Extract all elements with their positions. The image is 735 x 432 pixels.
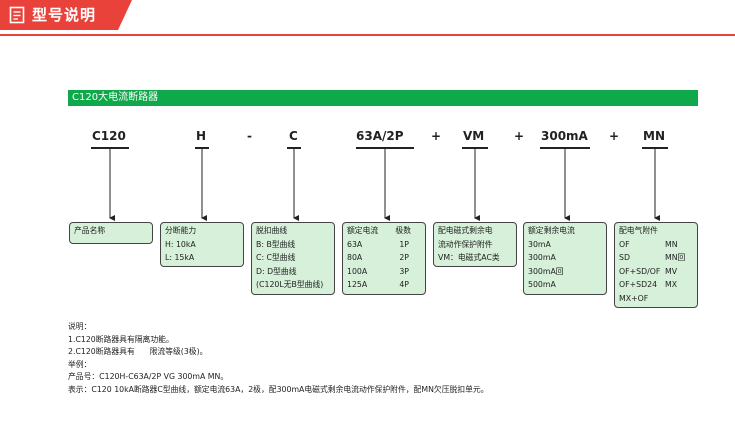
rating-row: 100A 3P — [347, 265, 421, 279]
rating-current: 63A — [347, 239, 363, 249]
code-residual-underline — [540, 147, 590, 149]
trip-curve-c: C: C型曲线 — [256, 253, 296, 263]
accessory-left: MX+OF — [619, 293, 649, 303]
accessory-right: MN回 — [665, 253, 686, 263]
notes-item-2: 2.C120断路器具有 限流等级(3极)。 — [68, 347, 208, 356]
notes-item-1: 1.C120断路器具有隔离功能。 — [68, 334, 174, 344]
rating-header-current: 额定电流 — [347, 226, 379, 235]
breaking-capacity-h: H: 10kA — [165, 239, 196, 249]
rating-row: 63A 1P — [347, 238, 421, 252]
product-name-box: 产品名称 — [69, 222, 153, 244]
vm-line-3: VM：电磁式AC类 — [438, 253, 500, 263]
section-header: 型号说明 — [0, 0, 735, 42]
rating-current: 125A — [347, 280, 368, 290]
residual-current-title: 额定剩余电流 — [528, 226, 575, 235]
notes-heading: 说明： — [68, 322, 92, 331]
section-title-bar: C120大电流断路器 — [68, 90, 698, 106]
example-product-code: 产品号：C120H-C63A/2P VG 300mA MN。 — [68, 372, 229, 381]
rating-current: 100A — [347, 266, 368, 276]
notes-section: 说明： 1.C120断路器具有隔离功能。 2.C120断路器具有 限流等级(3极… — [68, 321, 488, 396]
rating-poles: 1P — [399, 239, 409, 249]
code-plus-2: + — [514, 129, 525, 143]
code-plus-3: + — [609, 129, 620, 143]
code-residual-current: 300mA — [541, 129, 588, 143]
code-vm-underline — [462, 147, 488, 149]
accessory-left: SD — [619, 253, 630, 263]
trip-curve-d: D: D型曲线 — [256, 266, 297, 276]
accessory-row: OF+SD/OF MV — [619, 265, 693, 279]
header-title: 型号说明 — [32, 6, 97, 24]
trip-curve-b: B: B型曲线 — [256, 239, 296, 249]
rating-poles: 3P — [399, 266, 409, 276]
electrical-accessory-box: 配电气附件 OF MN SD MN回 OF+SD/OF MV OF+SD24 M… — [614, 222, 698, 308]
rating-current: 80A — [347, 253, 363, 263]
code-breaking-capacity: H — [196, 129, 207, 143]
header-underline — [0, 34, 735, 36]
breaking-capacity-title: 分断能力 — [165, 226, 197, 235]
trip-curve-box: 脱扣曲线 B: B型曲线 C: C型曲线 D: D型曲线 (C120L无B型曲线… — [251, 222, 335, 295]
code-plus-1: + — [431, 129, 442, 143]
code-series: C120 — [92, 129, 126, 143]
accessory-right: MX — [665, 280, 678, 290]
code-vm: VM — [463, 129, 485, 143]
accessory-right: MN — [665, 239, 678, 249]
example-meaning: 表示：C120 10kA断路器C型曲线，额定电流63A，2极，配300mA电磁式… — [68, 384, 489, 394]
code-breaking-underline — [195, 147, 209, 149]
code-rating-poles: 63A/2P — [356, 129, 404, 143]
trip-curve-note: (C120L无B型曲线) — [256, 280, 324, 290]
accessory-row: OF+SD24 MX — [619, 278, 693, 292]
document-icon — [9, 6, 25, 24]
residual-current-option: 300mA — [528, 253, 556, 263]
rating-header-poles: 极数 — [395, 226, 411, 235]
rating-row: 125A 4P — [347, 278, 421, 292]
rating-header-row: 额定电流 极数 — [347, 224, 421, 238]
trip-curve-title: 脱扣曲线 — [256, 226, 288, 235]
rating-poles: 4P — [399, 280, 409, 290]
code-separator-dash: - — [247, 129, 252, 143]
section-title: C120大电流断路器 — [72, 92, 159, 103]
code-curve-underline — [287, 147, 301, 149]
accessory-row: MX+OF — [619, 292, 693, 306]
electrical-accessory-title: 配电气附件 — [619, 226, 658, 235]
residual-current-box: 额定剩余电流 30mA 300mA 300mA回 500mA — [523, 222, 607, 295]
residual-current-option: 300mA回 — [528, 266, 564, 276]
residual-current-option: 500mA — [528, 280, 556, 290]
accessory-row: OF MN — [619, 238, 693, 252]
header-banner-tail — [118, 0, 132, 30]
accessory-left: OF — [619, 239, 630, 249]
rating-poles-box: 额定电流 极数 63A 1P 80A 2P 100A 3P 125A 4P — [342, 222, 426, 295]
product-name-title: 产品名称 — [74, 226, 106, 235]
accessory-right: MV — [665, 266, 678, 276]
code-rating-underline — [356, 147, 414, 149]
code-series-underline — [91, 147, 129, 149]
code-accessory: MN — [643, 129, 665, 143]
accessory-left: OF+SD24 — [619, 280, 658, 290]
vm-accessory-box: 配电磁式剩余电 流动作保护附件 VM：电磁式AC类 — [433, 222, 517, 267]
accessory-left: OF+SD/OF — [619, 266, 661, 276]
code-trip-curve: C — [289, 129, 298, 143]
accessory-row: SD MN回 — [619, 251, 693, 265]
residual-current-option: 30mA — [528, 239, 551, 249]
example-heading: 举例： — [68, 359, 92, 369]
breaking-capacity-l: L: 15kA — [165, 253, 195, 263]
accessory-right — [665, 292, 693, 306]
breaking-capacity-box: 分断能力 H: 10kA L: 15kA — [160, 222, 244, 267]
vm-line-1: 配电磁式剩余电 — [438, 226, 493, 235]
vm-line-2: 流动作保护附件 — [438, 239, 493, 249]
rating-poles: 2P — [399, 253, 409, 263]
code-accessory-underline — [642, 147, 668, 149]
rating-row: 80A 2P — [347, 251, 421, 265]
